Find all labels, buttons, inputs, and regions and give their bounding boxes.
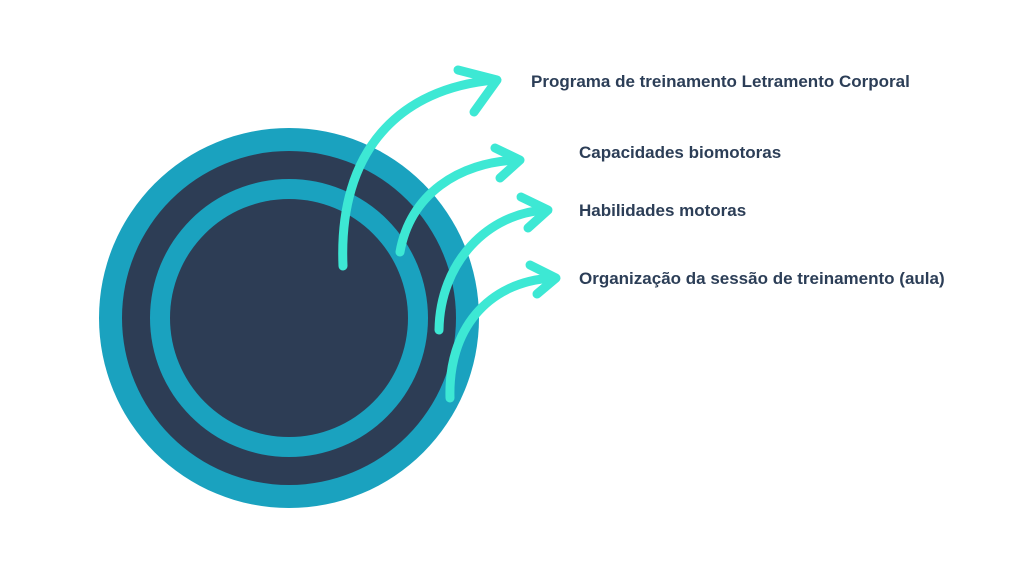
label-training-program: Programa de treinamento Letramento Corpo… bbox=[531, 72, 910, 91]
label-biomotor-capacities: Capacidades biomotoras bbox=[579, 143, 782, 162]
inner-core bbox=[170, 199, 408, 437]
arrow-icon bbox=[338, 65, 502, 271]
arrow-icon bbox=[434, 192, 553, 335]
label-motor-skills: Habilidades motoras bbox=[579, 201, 747, 220]
arrow-icon bbox=[395, 143, 525, 257]
arrow-icon bbox=[445, 260, 561, 403]
label-session-organization: Organização da sessão de treinamento (au… bbox=[579, 269, 945, 288]
